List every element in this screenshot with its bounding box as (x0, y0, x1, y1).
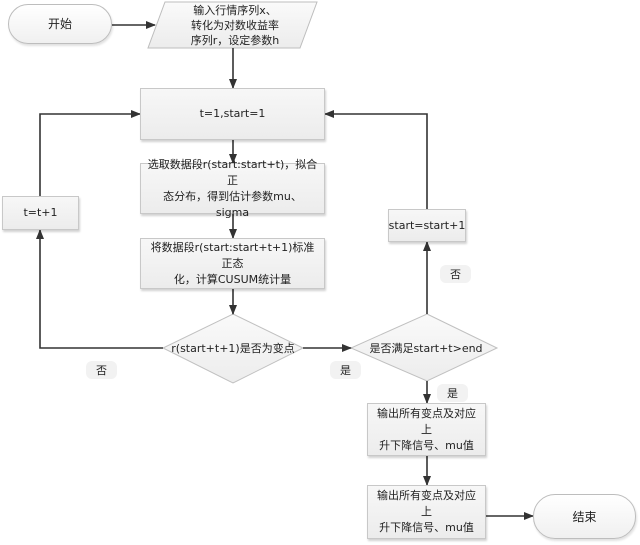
check-end-label: 是否满足start+t>end (369, 342, 483, 355)
increment-start-box: start=start+1 (388, 209, 466, 242)
is-change-label: r(start+t+1)是否为变点 (171, 342, 295, 355)
edge-no-increment-t (36, 229, 163, 349)
is-change-decision: r(start+t+1)是否为变点 (163, 338, 303, 358)
start-terminal: 开始 (8, 4, 112, 44)
output2-label: 输出所有变点及对应上 升下降信号、mu值 (377, 489, 476, 534)
output1-label: 输出所有变点及对应上 升下降信号、mu值 (377, 406, 476, 452)
end-label: 结束 (572, 509, 597, 524)
start-label: 开始 (47, 17, 72, 31)
output1-box: 输出所有变点及对应上 升下降信号、mu值 (367, 403, 486, 456)
increment-start-label: start=start+1 (388, 218, 466, 232)
is-change-yes-label: 是 (330, 361, 361, 379)
fit-box: 选取数据段r(start:start+t)，拟合正 态分布，得到估计参数mu、s… (140, 158, 325, 219)
edge-increment-t-init (39, 110, 141, 196)
check-end-no-label: 否 (440, 265, 471, 283)
edge-increment-start-init (324, 110, 428, 209)
normalize-label: 将数据段r(start:start+t+1)标准正态 化，计算CUSUM统计量 (150, 240, 315, 286)
check-end-yes-label: 是 (437, 384, 468, 402)
check-end-decision: 是否满足start+t>end (358, 338, 494, 358)
increment-t-box: t=t+1 (2, 196, 79, 230)
input-label: 输入行情序列x、 转化为对数收益率 序列r，设定参数h (190, 3, 280, 47)
end-terminal: 结束 (533, 494, 636, 539)
input-node: 输入行情序列x、 转化为对数收益率 序列r，设定参数h (160, 2, 310, 48)
is-change-no-label: 否 (86, 361, 117, 379)
output2-box: 输出所有变点及对应上 升下降信号、mu值 (367, 485, 486, 539)
normalize-box: 将数据段r(start:start+t+1)标准正态 化，计算CUSUM统计量 (140, 238, 325, 289)
increment-t-label: t=t+1 (23, 206, 58, 219)
fit-label: 选取数据段r(start:start+t)，拟合正 态分布，得到估计参数mu、s… (147, 157, 318, 219)
init-label: t=1,start=1 (199, 107, 266, 120)
is-change-diamond (161, 313, 305, 384)
init-box: t=1,start=1 (140, 88, 325, 140)
input-shape (147, 1, 318, 49)
